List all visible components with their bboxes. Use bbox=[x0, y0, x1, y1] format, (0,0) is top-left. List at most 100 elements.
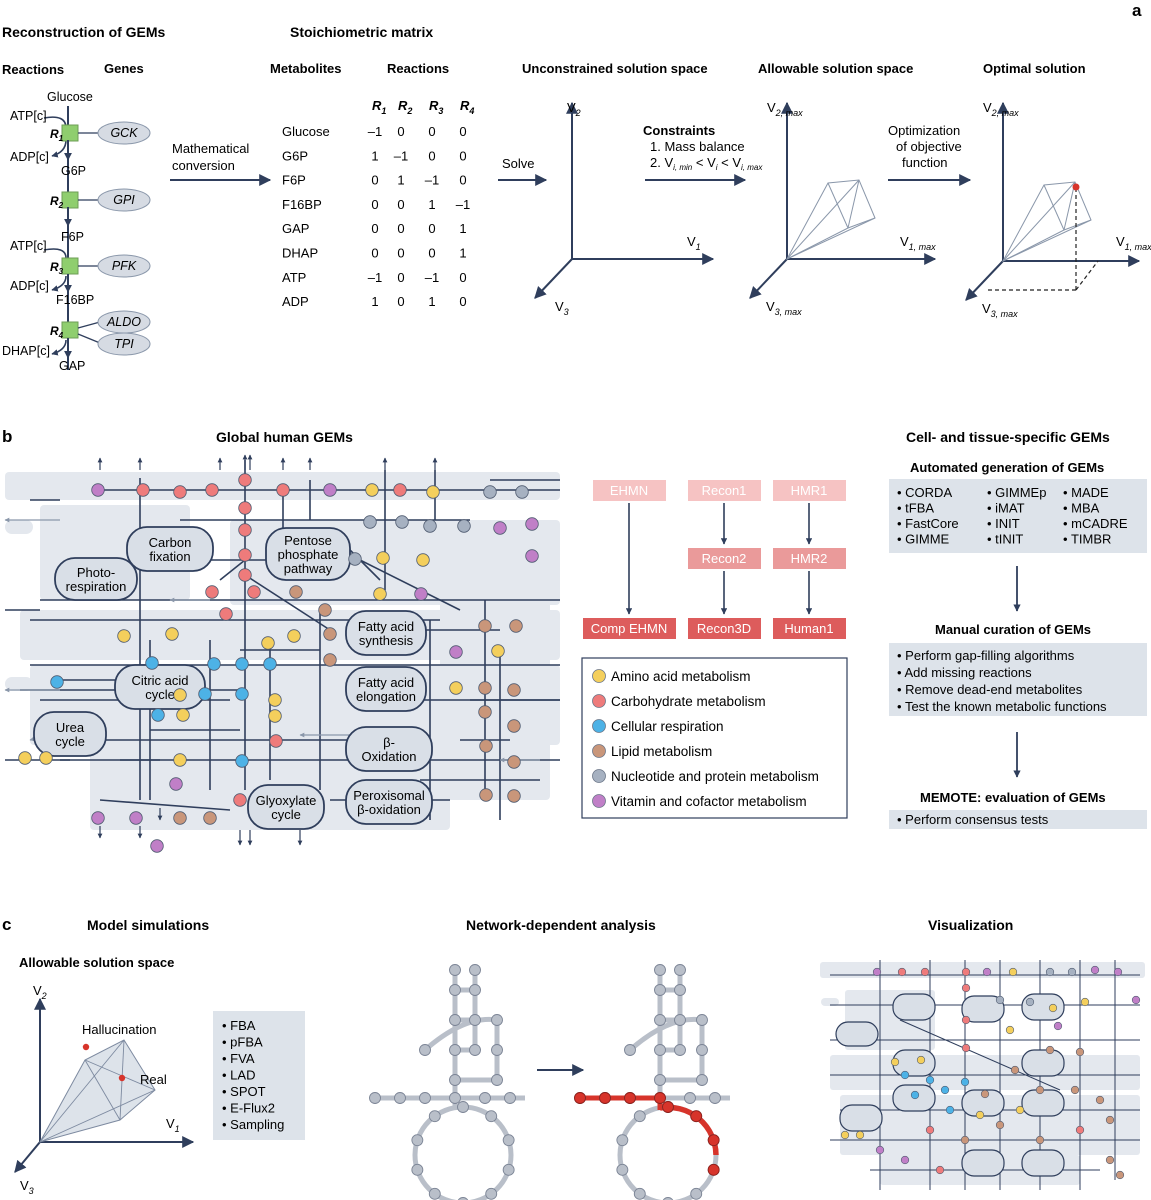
pathway-label: Pentose bbox=[284, 533, 332, 548]
viz-metabolite-node bbox=[900, 1070, 910, 1080]
matrix-metabolite: G6P bbox=[282, 148, 308, 163]
metabolite-node bbox=[219, 607, 233, 621]
network-node bbox=[696, 1014, 708, 1026]
db-hmr2 bbox=[773, 548, 846, 569]
methods-box bbox=[213, 1011, 305, 1140]
metabolite-node bbox=[507, 719, 521, 733]
network-node bbox=[696, 1044, 708, 1056]
matrix-metabolite: F6P bbox=[282, 173, 306, 188]
metabolite-node bbox=[145, 656, 159, 670]
viz-metabolite-node bbox=[1005, 1025, 1015, 1035]
metabolite-node bbox=[247, 585, 261, 599]
automated-methods-list: • CORDA• tFBA• FastCore• GIMME• GIMMEp• … bbox=[897, 485, 1128, 547]
metabolite-node bbox=[483, 485, 497, 499]
metabolite-node bbox=[238, 548, 252, 562]
network-node bbox=[369, 1092, 381, 1104]
legend-label: Carbohydrate metabolism bbox=[611, 694, 766, 709]
pathway-label: fixation bbox=[149, 549, 190, 564]
gene-gck-label: GCK bbox=[110, 126, 138, 140]
db-ehmn-label: EHMN bbox=[610, 483, 648, 498]
network-node bbox=[394, 1092, 406, 1104]
metabolite-node bbox=[151, 708, 165, 722]
metabolite-node bbox=[318, 603, 332, 617]
metabolite-node bbox=[507, 683, 521, 697]
metabolite-node bbox=[91, 483, 105, 497]
viz-pathway-node bbox=[892, 993, 936, 1021]
viz-pathway-node bbox=[1021, 1149, 1065, 1177]
network-node bbox=[428, 1187, 441, 1200]
simulation-axes: Hallucination Real V2 V1 V3 bbox=[14, 983, 195, 1196]
metabolite-node bbox=[235, 687, 249, 701]
matrix-cell: 0 bbox=[459, 294, 466, 309]
allowable-axes: V2, max V1, max V3, max bbox=[749, 100, 937, 317]
network-node bbox=[419, 1044, 431, 1056]
metabolite-node bbox=[287, 629, 301, 643]
viz-metabolite-node bbox=[920, 967, 930, 977]
metabolite-node bbox=[198, 687, 212, 701]
panel-a-letter: a bbox=[1132, 1, 1142, 20]
metabolite-node bbox=[50, 675, 64, 689]
viz-metabolite-node bbox=[1105, 1115, 1115, 1125]
viz-pathway-node bbox=[835, 1021, 879, 1047]
viz-metabolite-node bbox=[1090, 965, 1100, 975]
pathway-label: β- bbox=[383, 735, 395, 750]
gene-pfk bbox=[97, 254, 151, 278]
metabolite-node bbox=[176, 708, 190, 722]
matrix-cell: 0 bbox=[428, 148, 435, 163]
network-graph-highlighted bbox=[574, 964, 730, 1200]
pathway-node bbox=[247, 784, 325, 830]
g6p-label: G6P bbox=[61, 164, 86, 178]
network-node bbox=[696, 1074, 708, 1086]
network-node-highlight bbox=[690, 1110, 703, 1123]
viz-metabolite-node bbox=[840, 1130, 850, 1140]
viz-metabolite-node bbox=[1048, 1003, 1058, 1013]
reconstruction-title: Reconstruction of GEMs bbox=[2, 24, 166, 40]
metabolite-node bbox=[478, 619, 492, 633]
metabolite-node bbox=[205, 585, 219, 599]
db-recon1 bbox=[688, 480, 761, 501]
matrix-cell: 0 bbox=[397, 246, 404, 261]
map-link bbox=[99, 799, 231, 811]
viz-metabolite-node bbox=[1075, 1125, 1085, 1135]
metabolite-node bbox=[416, 553, 430, 567]
optimization-label-2: of objective bbox=[896, 139, 962, 154]
network-node bbox=[469, 1014, 481, 1026]
matrix-cell: 0 bbox=[371, 246, 378, 261]
real-point bbox=[118, 1074, 126, 1082]
automated-method: • GIMMEp bbox=[987, 485, 1046, 500]
network-node bbox=[485, 1187, 498, 1200]
metabolite-node bbox=[205, 483, 219, 497]
matrix-cell: 0 bbox=[371, 173, 378, 188]
axis-v2max-label-2: V2, max bbox=[983, 100, 1019, 118]
metabolite-node bbox=[376, 551, 390, 565]
network-edge bbox=[423, 1016, 498, 1052]
matrix-cell: –1 bbox=[394, 148, 408, 163]
network-node bbox=[502, 1163, 515, 1176]
pathway-label: Fatty acid bbox=[358, 619, 414, 634]
pathway-node bbox=[126, 526, 214, 572]
simulation-method: • LAD bbox=[222, 1068, 255, 1083]
simulations-title: Model simulations bbox=[87, 917, 209, 933]
viz-metabolite-node bbox=[1070, 1085, 1080, 1095]
axis-v3max-label-2: V3, max bbox=[982, 301, 1018, 319]
genes-col-label: Genes bbox=[104, 61, 144, 76]
db-recon3d-label: Recon3D bbox=[697, 621, 751, 636]
metabolite-node bbox=[426, 485, 440, 499]
metabolite-node bbox=[363, 515, 377, 529]
automated-method: • MBA bbox=[1063, 501, 1100, 516]
map-link bbox=[219, 559, 246, 581]
pathway-node bbox=[265, 527, 351, 581]
metabolite-node bbox=[235, 754, 249, 768]
network-node bbox=[469, 1044, 481, 1056]
network-node bbox=[449, 1092, 461, 1104]
viz-metabolite-node bbox=[1010, 1065, 1020, 1075]
legend-swatch bbox=[592, 669, 606, 683]
matrix-cell: 0 bbox=[397, 197, 404, 212]
network-node-highlight bbox=[624, 1092, 636, 1104]
metabolite-node bbox=[525, 549, 539, 563]
metabolite-node bbox=[515, 485, 529, 499]
network-edge bbox=[580, 1095, 663, 1110]
hallucination-label: Hallucination bbox=[82, 1022, 156, 1037]
